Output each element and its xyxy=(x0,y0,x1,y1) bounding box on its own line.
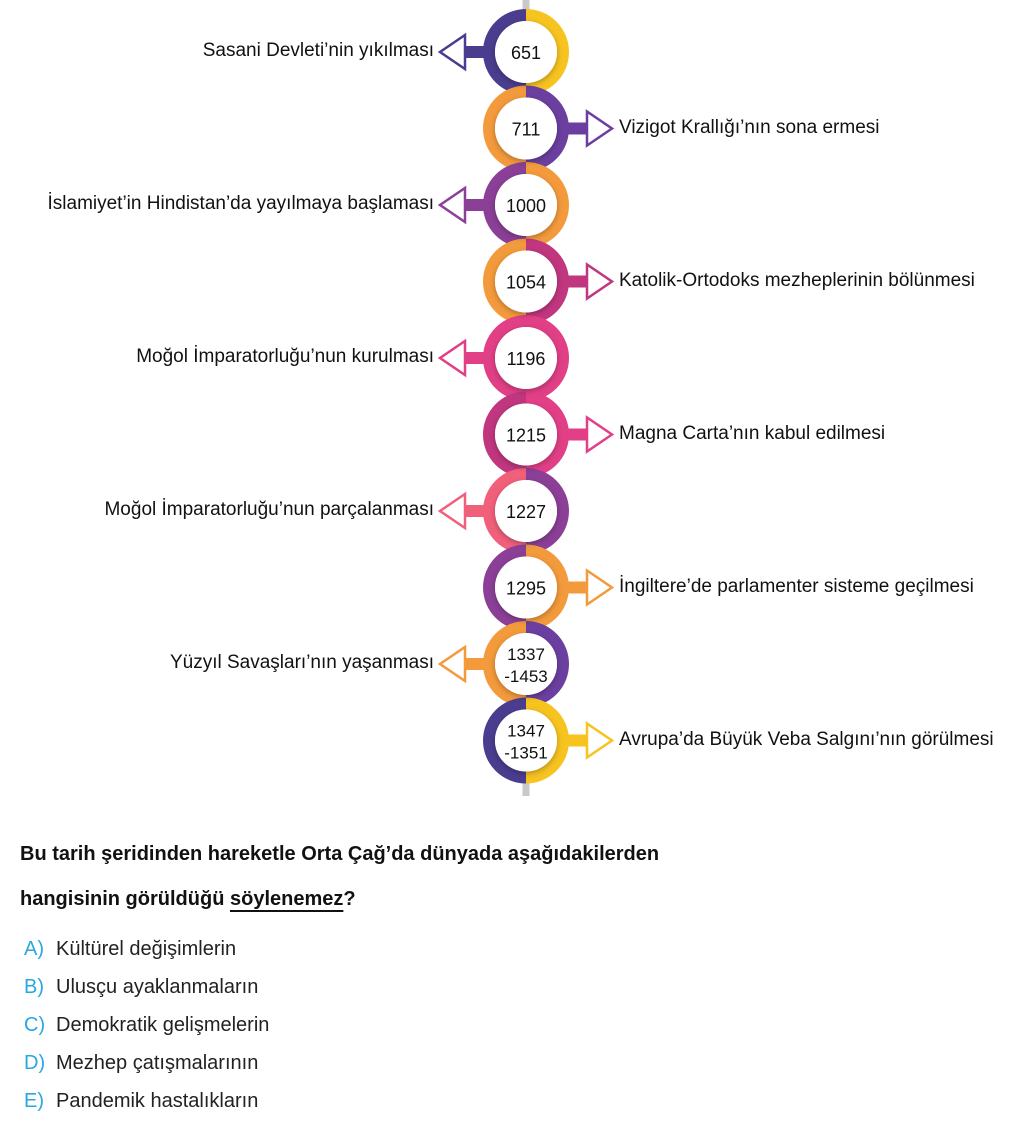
event-arrow xyxy=(562,568,615,607)
year-label: 1227 xyxy=(506,502,546,522)
event-label: Avrupa’da Büyük Veba Salgını’nın görülme… xyxy=(619,728,994,750)
event-arrow xyxy=(562,415,615,454)
event-label: Moğol İmparatorluğu’nun kurulması xyxy=(136,346,434,367)
option-letter: A) xyxy=(24,938,44,960)
year-label: -1351 xyxy=(504,744,547,763)
year-disc xyxy=(495,250,557,313)
option-text: Kültürel değişimlerin xyxy=(56,938,237,960)
question-prefix: hangisinin görüldüğü xyxy=(20,888,230,910)
ring-right-arc xyxy=(525,315,569,401)
divider xyxy=(0,796,1018,816)
year-disc xyxy=(495,174,557,236)
option-text: Pandemik hastalıkların xyxy=(56,1090,259,1112)
year-disc xyxy=(495,403,557,466)
year-disc xyxy=(495,480,557,542)
event-arrow xyxy=(437,185,490,225)
event-arrow xyxy=(562,109,615,148)
event-label: Katolik-Ortodoks mezheplerinin bölünmesi xyxy=(619,269,975,291)
ring-left-arc xyxy=(483,238,527,325)
year-disc xyxy=(495,21,557,83)
option-letter: E) xyxy=(24,1090,44,1112)
event-arrow xyxy=(437,644,490,684)
option-letter: D) xyxy=(24,1052,46,1074)
event-label: İngiltere’de parlamenter sisteme geçilme… xyxy=(619,575,974,597)
year-disc xyxy=(495,709,557,772)
option-c[interactable]: C) Demokratik gelişmelerin xyxy=(24,1006,269,1044)
timeline-diagram: 651 711 1000 1054 1196 1215 1227 1295 1337 -1453 1… xyxy=(437,0,615,798)
event-arrow xyxy=(437,32,490,72)
ring-right-arc xyxy=(525,162,569,248)
year-disc xyxy=(495,97,557,160)
question-suffix: ? xyxy=(343,888,356,910)
year-label: -1453 xyxy=(504,667,547,686)
year-disc xyxy=(495,327,557,389)
year-label: 1054 xyxy=(506,273,546,293)
question-emphasis: söylenemez xyxy=(229,888,344,910)
event-label: Sasani Devleti’nin yıkılması xyxy=(202,40,434,61)
option-text: Demokratik gelişmelerin xyxy=(56,1014,270,1036)
question-text: Bu tarih şeridinden hareketle Orta Çağ’d… xyxy=(20,832,920,922)
option-letter: C) xyxy=(24,1014,46,1036)
question-line-1: Bu tarih şeridinden hareketle Orta Çağ’d… xyxy=(20,843,660,865)
event-label: Magna Carta’nın kabul edilmesi xyxy=(619,422,886,444)
event-arrow xyxy=(437,491,490,531)
option-b[interactable]: B) Ulusçu ayaklanmaların xyxy=(24,968,269,1006)
year-label: 1295 xyxy=(506,579,546,599)
year-disc xyxy=(495,556,557,619)
event-arrow xyxy=(437,338,490,378)
ring-left-arc xyxy=(483,544,527,631)
option-text: Ulusçu ayaklanmaların xyxy=(56,976,259,998)
year-label: 1215 xyxy=(506,426,546,446)
event-label: İslamiyet’in Hindistan’da yayılmaya başl… xyxy=(47,193,435,214)
year-label: 651 xyxy=(511,43,541,63)
event-arrow xyxy=(562,262,615,301)
event-label: Yüzyıl Savaşları’nın yaşanması xyxy=(169,652,434,673)
year-label: 1000 xyxy=(506,196,546,216)
ring-right-arc xyxy=(525,468,569,554)
question-line-2: hangisinin görüldüğü söylenemez? xyxy=(20,877,920,922)
year-label: 1347 xyxy=(507,722,545,741)
option-text: Mezhep çatışmalarının xyxy=(56,1052,259,1074)
year-label: 1196 xyxy=(507,349,546,369)
ring-left-arc xyxy=(483,697,527,784)
option-e[interactable]: E) Pandemik hastalıkların xyxy=(24,1082,269,1120)
event-label: Vizigot Krallığı’nın sona ermesi xyxy=(619,116,880,138)
year-disc xyxy=(495,633,557,695)
event-label: Moğol İmparatorluğu’nun parçalanması xyxy=(104,499,434,520)
event-arrow xyxy=(562,721,615,760)
ring-left-arc xyxy=(483,391,527,478)
ring-left-arc xyxy=(483,85,527,172)
ring-right-arc xyxy=(525,9,569,95)
option-a[interactable]: A) Kültürel değişimlerin xyxy=(24,930,269,968)
year-label: 1337 xyxy=(507,645,545,664)
ring-right-arc xyxy=(525,621,569,707)
option-d[interactable]: D) Mezhep çatışmalarının xyxy=(24,1044,269,1082)
year-label: 711 xyxy=(512,120,541,140)
option-letter: B) xyxy=(24,976,44,998)
answer-options: A) Kültürel değişimlerin B) Ulusçu ayaklan… xyxy=(24,930,269,1120)
